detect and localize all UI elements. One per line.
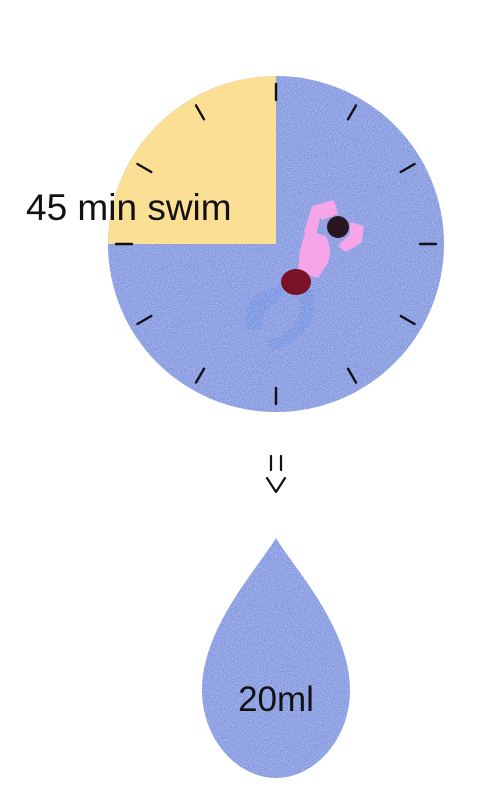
- implies-arrow-icon: [265, 454, 287, 494]
- clock-tick: [194, 104, 206, 121]
- swimmer-head: [327, 216, 349, 238]
- swimmer-trunks: [281, 269, 311, 295]
- clock-tick: [399, 162, 416, 174]
- water-drop-icon: [202, 538, 350, 778]
- swimmer-torso: [298, 230, 330, 278]
- clock-tick: [399, 314, 416, 326]
- clock-face: [108, 76, 444, 412]
- clock-tick: [346, 104, 358, 121]
- water-amount-label: 20ml: [238, 680, 314, 719]
- swimmer-arms: [304, 200, 364, 252]
- clock-ticks: [114, 82, 438, 406]
- swimmer-legs: [246, 282, 314, 352]
- swimmer-icon: [246, 200, 364, 352]
- elapsed-time-sector: [108, 76, 276, 244]
- clock-tick: [194, 367, 206, 384]
- clock-tick: [346, 367, 358, 384]
- swim-duration-label: 45 min swim: [26, 187, 232, 228]
- clock-tick: [136, 314, 153, 326]
- clock-tick: [136, 162, 153, 174]
